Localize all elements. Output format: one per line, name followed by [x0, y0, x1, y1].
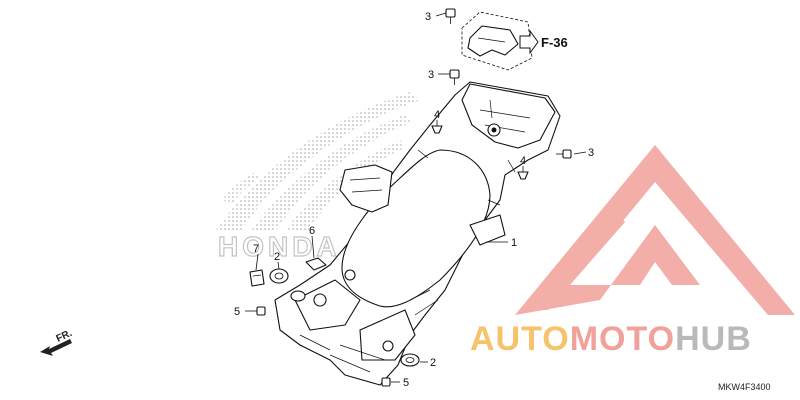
watermark-part-moto: MOTO [570, 320, 675, 358]
triangle-m-logo-icon [515, 145, 795, 315]
grommet-2-mid [290, 290, 306, 302]
watermark-part-auto: AUTO [470, 320, 570, 358]
bolt-3-top [445, 8, 456, 24]
leader-lines [245, 12, 587, 383]
grommet-2-left [269, 268, 289, 284]
top-bracket-reference [461, 11, 533, 71]
bolt-5-bottom [381, 377, 391, 387]
watermark-text: AUTOMOTOHUB [470, 320, 752, 358]
callout-3-top: 3 [425, 11, 431, 23]
bolt-5-left [256, 306, 266, 316]
reference-arrow-icon [519, 29, 539, 55]
callout-7: 7 [253, 243, 259, 255]
callout-3-middle: 3 [428, 69, 434, 81]
svg-text:AUTOMOTOHUB: AUTOMOTOHUB [470, 320, 752, 358]
callout-1: 1 [511, 237, 517, 249]
rear-fender-frame [274, 81, 561, 386]
nut-6 [305, 257, 327, 271]
honda-logo-text: HONDA [218, 231, 341, 262]
callout-4-upper: 4 [434, 109, 440, 121]
callout-6: 6 [309, 225, 315, 237]
screw-4-lower [517, 171, 529, 180]
watermark-part-hub: HUB [675, 320, 752, 358]
callout-2-right: 2 [430, 357, 436, 369]
callout-4-lower: 4 [520, 155, 526, 167]
callout-5-bottom: 5 [403, 377, 409, 389]
grommet-2-right [400, 353, 420, 367]
front-arrow-icon [40, 339, 72, 356]
screw-4-upper [431, 125, 443, 134]
bolt-3-right [556, 149, 572, 159]
clip-7 [249, 269, 265, 287]
callout-3-right: 3 [588, 147, 594, 159]
diagram-code: MKW4F3400 [718, 382, 771, 392]
callout-5-left: 5 [234, 306, 240, 318]
callout-2-left: 2 [274, 251, 280, 263]
bolt-3-middle [449, 69, 460, 85]
reference-label: F-36 [541, 35, 568, 50]
